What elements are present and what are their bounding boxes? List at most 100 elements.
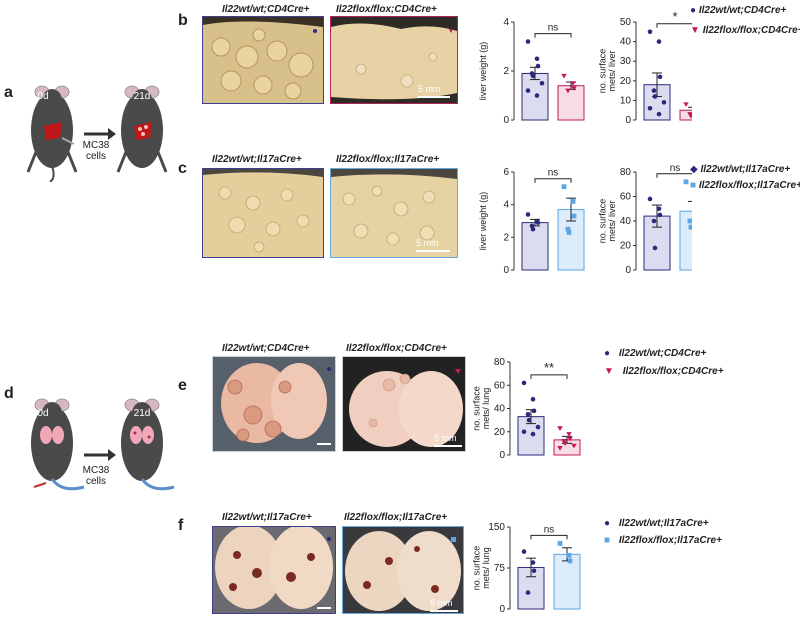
- significance-label: ns: [548, 168, 559, 179]
- data-point: [521, 429, 527, 435]
- data-point: [651, 88, 657, 93]
- data-point: [571, 86, 577, 91]
- data-point: [687, 218, 692, 224]
- data-point: [651, 218, 657, 224]
- data-point: [647, 29, 653, 35]
- y-axis-label: no. surfacemets/ lung: [471, 386, 491, 431]
- cells-line2: cells: [85, 151, 106, 162]
- photo-title-e-flox: Il22flox/flox;CD4Cre+: [346, 343, 447, 354]
- significance-bracket: [530, 534, 568, 540]
- data-point: [657, 74, 663, 80]
- data-point: [683, 102, 689, 107]
- panel-letter-a: a: [4, 84, 13, 101]
- photo-title-f-wt: Il22wt/wt;Il17aCre+: [222, 512, 312, 523]
- significance-bracket: [656, 173, 692, 178]
- liver-photo-c-flox: [330, 168, 458, 258]
- circle-marker-icon: ●: [604, 348, 611, 359]
- data-point: [531, 568, 537, 574]
- data-point: [570, 199, 576, 204]
- y-tick-label: 60: [620, 192, 632, 203]
- y-tick-label: 0: [625, 115, 631, 126]
- bar-1: [557, 85, 585, 121]
- data-point: [561, 73, 567, 79]
- scale-bar-label-f: 5 mm: [430, 598, 453, 608]
- data-point: [530, 560, 536, 565]
- mouse-icon-day0-lung: [31, 398, 85, 491]
- cells-line2-lung: cells: [85, 476, 106, 487]
- square-marker-icon: ■: [690, 180, 697, 191]
- legend-label: Il22wt/wt;Il17aCre+: [618, 518, 709, 529]
- bar-0: [521, 222, 549, 271]
- legend-label: Il22flox/flox;CD4Cre+: [622, 366, 724, 377]
- data-point: [652, 245, 658, 251]
- y-tick-label: 6: [503, 167, 509, 178]
- photo-title-b-wt: Il22wt/wt;CD4Cre+: [222, 4, 310, 15]
- y-tick-label: 20: [620, 76, 632, 87]
- data-point: [525, 39, 531, 44]
- data-point: [530, 396, 536, 402]
- circle-marker-icon: ●: [604, 518, 611, 529]
- y-tick-label: 150: [488, 522, 505, 533]
- scale-bar-label-e: 5 mm: [434, 433, 457, 443]
- legend-c-flox: ■ Il22flox/flox;Il17aCre+: [690, 180, 800, 191]
- photo-title-c-flox: Il22flox/flox;Il17aCre+: [336, 154, 440, 165]
- data-point: [535, 63, 541, 69]
- legend-e-wt: ● Il22wt/wt;CD4Cre+: [604, 348, 706, 359]
- data-point: [657, 212, 663, 218]
- y-tick-label: 40: [494, 404, 506, 415]
- y-tick-label: 0: [499, 450, 505, 461]
- y-tick-label: 60: [494, 380, 506, 391]
- legend-label: Il22flox/flox;Il17aCre+: [698, 180, 800, 191]
- triangle-marker-icon: ▼: [690, 25, 700, 36]
- day-label-0d-lung: 0d: [37, 408, 49, 419]
- significance-label: ns: [670, 163, 681, 174]
- scale-bar-label-b: 5 mm: [418, 84, 441, 94]
- y-tick-label: 4: [503, 17, 509, 28]
- data-point: [566, 432, 572, 437]
- data-point: [565, 226, 571, 232]
- data-point: [656, 206, 662, 212]
- data-point: [561, 439, 567, 444]
- data-point: [530, 431, 536, 437]
- data-point: [557, 426, 563, 431]
- significance-label: *: [672, 9, 677, 24]
- data-point: [525, 412, 531, 417]
- cells-label-liver: MC38 cells: [78, 140, 114, 162]
- cells-label-lung: MC38 cells: [78, 465, 114, 487]
- data-point: [539, 80, 545, 86]
- panel-letter-f: f: [178, 517, 184, 534]
- y-tick-label: 75: [494, 563, 506, 574]
- significance-bracket: [534, 33, 572, 38]
- mouse-icon-day21-lung: [121, 398, 175, 491]
- square-marker-icon: ■: [604, 535, 611, 546]
- y-tick-label: 80: [494, 357, 506, 368]
- data-point: [566, 230, 572, 235]
- data-point: [688, 114, 692, 119]
- data-point: [534, 93, 540, 98]
- legend-label: Il22wt/wt;CD4Cre+: [698, 5, 787, 16]
- legend-label: Il22wt/wt;CD4Cre+: [618, 348, 707, 359]
- y-axis-label: liver weight (g): [478, 192, 488, 251]
- panel-letter-c: c: [178, 160, 187, 177]
- panel-letter-b: b: [178, 12, 188, 29]
- data-point: [571, 443, 577, 449]
- y-tick-label: 0: [499, 604, 505, 615]
- data-point: [561, 184, 567, 190]
- data-point: [525, 88, 531, 93]
- legend-e-flox: ▼ Il22flox/flox;CD4Cre+: [604, 366, 724, 377]
- data-point: [531, 408, 537, 414]
- legend-f-flox: ■ Il22flox/flox;Il17aCre+: [604, 535, 722, 546]
- data-point: [526, 417, 532, 423]
- day-label-0d-liver: 0d: [37, 91, 49, 102]
- bar-1: [679, 109, 692, 121]
- y-tick-label: 40: [620, 216, 632, 227]
- data-point: [525, 590, 531, 595]
- significance-bracket: [656, 23, 692, 28]
- scale-bar-e: [434, 445, 462, 447]
- legend-label: Il22flox/flox;CD4Cre+: [702, 25, 800, 36]
- data-point: [567, 436, 573, 442]
- y-axis-label: no. surfacemets/ liver: [597, 199, 617, 244]
